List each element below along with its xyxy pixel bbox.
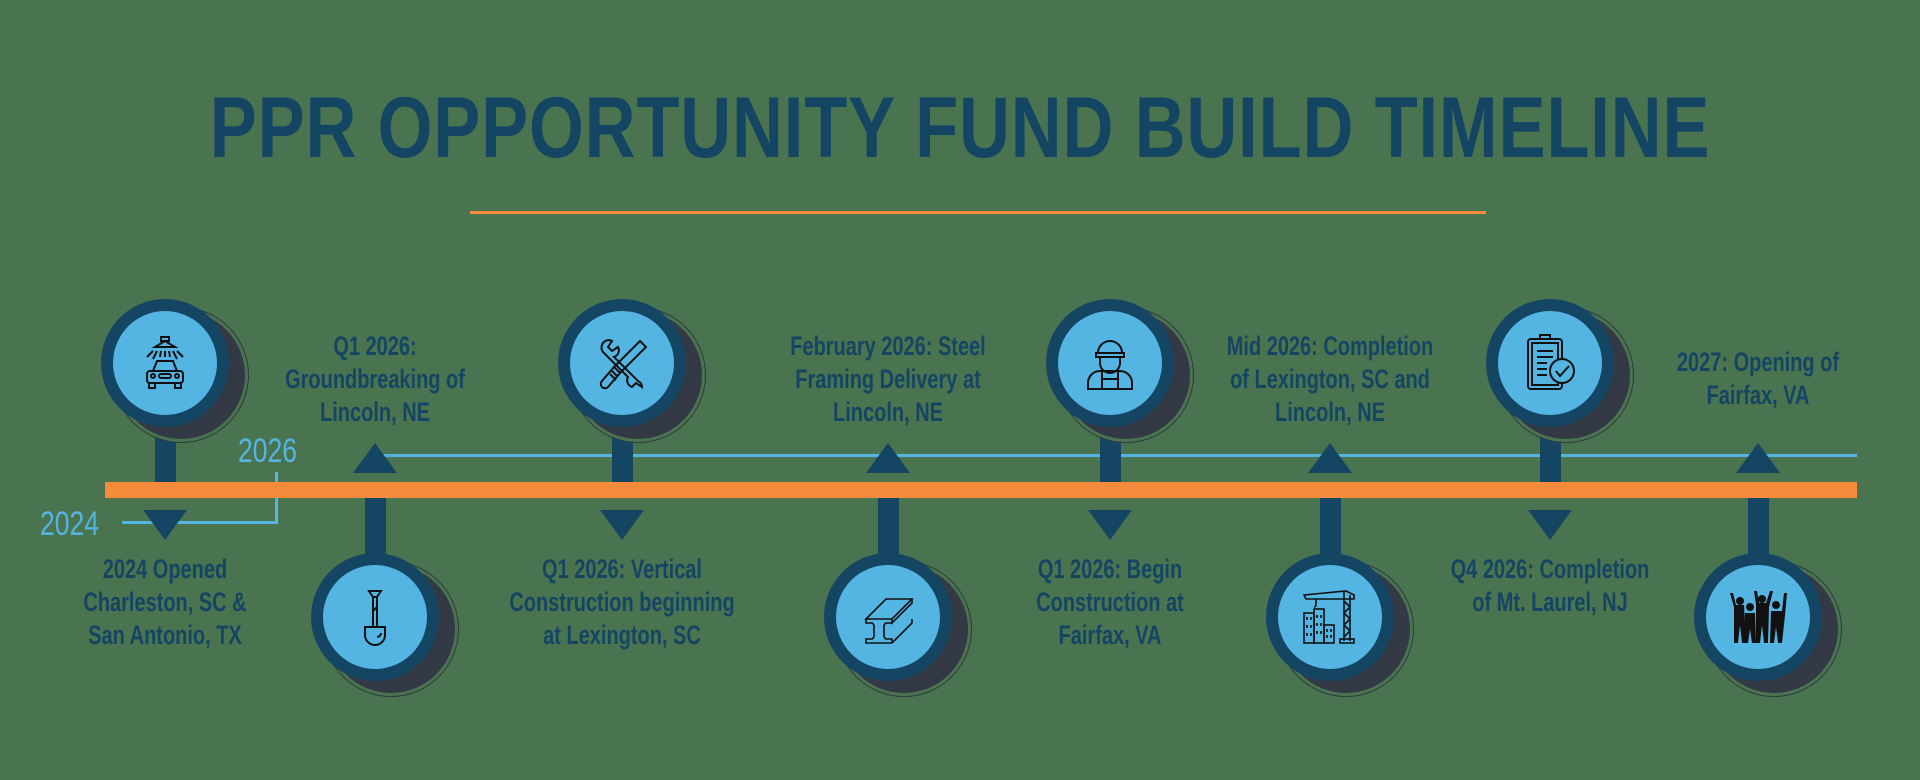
car-wash-icon bbox=[146, 336, 184, 389]
milestone-3-label: Q1 2026: Vertical Construction beginning… bbox=[509, 554, 735, 650]
milestone-3-pointer bbox=[600, 510, 644, 540]
milestone-4-label: February 2026: Steel Framing Delivery at… bbox=[790, 331, 986, 427]
milestone-4-node bbox=[824, 553, 968, 693]
milestone-5-pointer bbox=[1088, 510, 1132, 540]
milestone-2-pointer bbox=[353, 443, 397, 473]
shovel-icon bbox=[364, 590, 386, 646]
year-marker-2026: 2026 bbox=[238, 432, 297, 470]
milestone-1-node bbox=[101, 299, 245, 439]
milestone-3-node bbox=[558, 299, 702, 439]
milestone-1-pointer bbox=[143, 510, 187, 540]
milestone-stem bbox=[1748, 498, 1769, 558]
celebrating-workers-icon bbox=[1730, 591, 1787, 643]
milestone-stem bbox=[878, 498, 899, 558]
milestone-2-label: Q1 2026: Groundbreaking of Lincoln, NE bbox=[285, 331, 465, 427]
milestone-1-label: 2024 Opened Charleston, SC & San Antonio… bbox=[83, 554, 247, 650]
milestone-2-node bbox=[311, 553, 455, 693]
milestone-5-node bbox=[1046, 299, 1190, 439]
milestone-6-node bbox=[1266, 553, 1410, 693]
year-marker-2024: 2024 bbox=[40, 505, 99, 543]
milestone-stem bbox=[365, 498, 386, 558]
year-connector-horizontal bbox=[122, 521, 278, 524]
milestone-8-pointer bbox=[1736, 443, 1780, 473]
steel-beam-icon bbox=[864, 598, 914, 644]
construction-worker-icon bbox=[1087, 340, 1133, 390]
milestone-7-pointer bbox=[1528, 510, 1572, 540]
milestone-6-pointer bbox=[1308, 443, 1352, 473]
milestone-7-node bbox=[1486, 299, 1630, 439]
tools-icon bbox=[599, 339, 648, 390]
milestone-8-node bbox=[1694, 553, 1838, 693]
title-underline bbox=[470, 211, 1486, 214]
page-title: PPR OPPORTUNITY FUND BUILD TIMELINE bbox=[209, 80, 1711, 176]
crane-building-icon bbox=[1302, 590, 1355, 644]
year-connector-vertical bbox=[275, 472, 278, 524]
milestone-7-label: Q4 2026: Completion of Mt. Laurel, NJ bbox=[1450, 554, 1650, 617]
milestone-8-label: 2027: Opening of Fairfax, VA bbox=[1676, 347, 1840, 410]
milestone-4-pointer bbox=[866, 443, 910, 473]
milestone-6-label: Mid 2026: Completion of Lexington, SC an… bbox=[1226, 331, 1434, 427]
milestone-stem bbox=[1320, 498, 1341, 558]
timeline-bar bbox=[105, 482, 1857, 498]
milestone-5-label: Q1 2026: Begin Construction at Fairfax, … bbox=[1036, 554, 1184, 650]
clipboard-check-icon bbox=[1527, 334, 1575, 390]
